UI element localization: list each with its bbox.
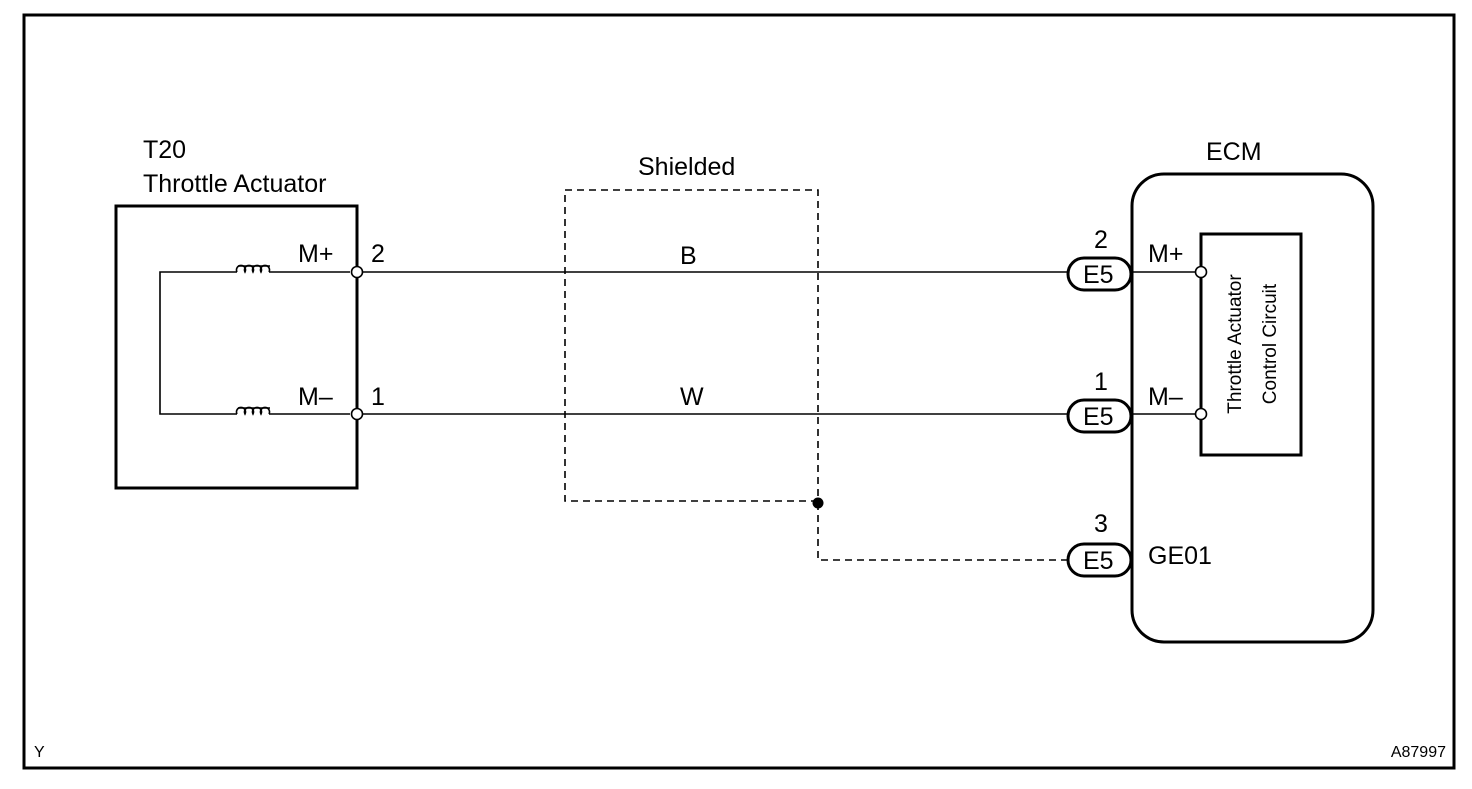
ecm-connector-pin-2: E5 xyxy=(1066,256,1133,292)
corner-label-left: Y xyxy=(34,744,45,761)
ecm-terminal-m-plus: M+ xyxy=(1148,240,1183,268)
ecm-terminal-ge01: GE01 xyxy=(1148,542,1212,570)
actuator-box xyxy=(114,204,359,490)
shield-drain-wire xyxy=(817,503,1068,561)
shield-box xyxy=(564,189,819,502)
wire-color-w: W xyxy=(680,383,704,411)
connector-code: E5 xyxy=(1083,261,1114,289)
actuator-code: T20 xyxy=(143,136,186,164)
control-circuit-terminal-m-minus xyxy=(1194,407,1208,421)
ecm-connector-pin-1: E5 xyxy=(1066,398,1133,434)
control-circuit-terminal-m-plus xyxy=(1194,265,1208,279)
actuator-pin-number-1: 1 xyxy=(371,383,385,411)
actuator-terminal-1 xyxy=(350,407,364,421)
actuator-pin-label-m-minus: M– xyxy=(298,383,333,411)
control-circuit-box xyxy=(1199,232,1303,457)
control-circuit-label-line1: Throttle Actuator xyxy=(1225,274,1246,414)
wire-color-b: B xyxy=(680,242,697,270)
figure-id: A87997 xyxy=(1391,744,1446,761)
actuator-name: Throttle Actuator xyxy=(143,170,326,198)
shield-junction-dot xyxy=(812,497,824,509)
actuator-terminal-2 xyxy=(350,265,364,279)
control-circuit-label-line2: Control Circuit xyxy=(1260,283,1281,404)
connector-code: E5 xyxy=(1083,547,1114,575)
diagram-frame xyxy=(22,13,1456,770)
connector-number-1: 1 xyxy=(1094,368,1108,396)
actuator-motor-winding xyxy=(159,264,350,416)
connector-code: E5 xyxy=(1083,403,1114,431)
connector-number-2: 2 xyxy=(1094,226,1108,254)
ecm-label: ECM xyxy=(1206,138,1262,166)
connector-number-3: 3 xyxy=(1094,510,1108,538)
ecm-connector-pin-3: E5 xyxy=(1066,542,1133,578)
actuator-pin-number-2: 2 xyxy=(371,240,385,268)
shield-label: Shielded xyxy=(638,153,735,181)
ecm-box xyxy=(1130,172,1375,644)
coil-top-icon xyxy=(235,264,271,274)
actuator-pin-label-m-plus: M+ xyxy=(298,240,333,268)
coil-bottom-icon xyxy=(235,406,271,416)
ecm-terminal-m-minus: M– xyxy=(1148,383,1183,411)
